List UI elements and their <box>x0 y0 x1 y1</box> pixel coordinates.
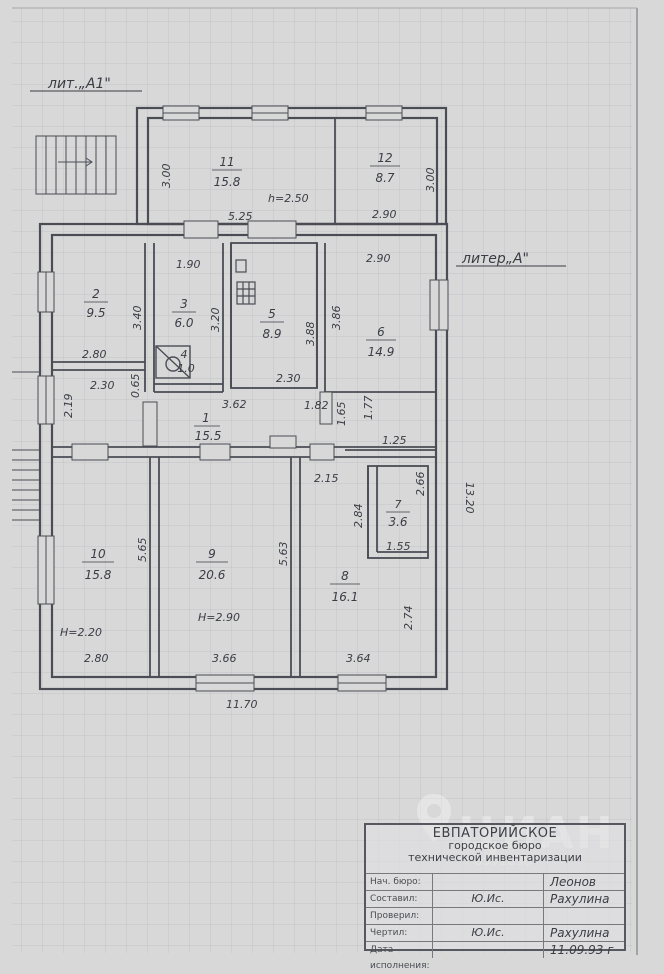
dim-525: 5.25 <box>228 210 253 223</box>
room-5-num: 5 <box>268 307 276 321</box>
stamp-row: Проверил: <box>366 907 624 924</box>
room-2-area: 9.5 <box>86 306 105 320</box>
dim-230a: 2.30 <box>276 372 301 385</box>
stove-symbol <box>235 259 256 305</box>
room-11-area: 15.8 <box>214 175 241 189</box>
stamp-row: Нач. бюро: Леонов <box>366 873 624 890</box>
dim-565: 5.65 <box>136 538 149 563</box>
dimension-labels: 3.00 h=2.50 5.25 2.90 3.00 1.90 2.90 3.4… <box>60 164 476 712</box>
room-6-num: 6 <box>377 325 385 339</box>
stamp-row-sign: Ю.Ис. <box>433 891 544 907</box>
room-4-num: 4 <box>181 348 188 361</box>
dim-h290: H=2.90 <box>198 611 240 624</box>
room-8-area: 16.1 <box>332 590 359 604</box>
room-8-num: 8 <box>341 569 349 583</box>
dim-300-right: 3.00 <box>424 168 437 193</box>
dim-1320: 13.20 <box>463 482 476 514</box>
dim-386: 3.86 <box>330 306 343 331</box>
room-12-area: 8.7 <box>375 171 394 185</box>
dim-274: 2.74 <box>402 606 415 631</box>
dim-182: 1.82 <box>304 399 329 412</box>
dim-1170: 11.70 <box>226 698 258 711</box>
heading-lit-a1: лит.„А1" <box>47 76 111 92</box>
room-7-num: 7 <box>395 498 402 511</box>
room-6-area: 14.9 <box>368 345 395 359</box>
dim-280: 2.80 <box>82 348 107 361</box>
stamp-rows: Нач. бюро: Леонов Составил: Ю.Ис. Рахули… <box>366 873 624 971</box>
porch-stairs-top <box>35 135 117 195</box>
dim-165: 1.65 <box>335 402 348 427</box>
heater-symbol <box>155 345 191 379</box>
dim-320: 3.20 <box>209 308 222 333</box>
stamp-row-sign <box>433 908 544 924</box>
dim-284: 2.84 <box>352 504 365 529</box>
dim-177: 1.77 <box>362 396 375 421</box>
dim-h250: h=2.50 <box>268 192 309 205</box>
stamp-row-key: Проверил: <box>366 908 433 924</box>
dim-366: 3.66 <box>212 652 237 665</box>
dim-155: 1.55 <box>386 540 411 553</box>
room-3-num: 3 <box>180 297 188 311</box>
windows <box>37 105 449 692</box>
room-labels: 11 15.8 12 8.7 2 9.5 3 6.0 4 1.0 5 8.9 6… <box>82 151 410 604</box>
stamp-org-line2: городское бюро <box>448 839 542 852</box>
room-4-area: 1.0 <box>177 362 195 375</box>
room-10-num: 10 <box>90 547 106 561</box>
stamp-row: Чертил: Ю.Ис. Рахулина <box>366 924 624 941</box>
dim-h220: H=2.20 <box>60 626 102 639</box>
dim-563: 5.63 <box>277 542 290 567</box>
dim-219: 2.19 <box>62 394 75 419</box>
heading-liter-a: литер„А" <box>461 251 529 267</box>
dim-230b: 2.30 <box>90 379 115 392</box>
stamp-row-name <box>544 908 624 924</box>
dim-300-left: 3.00 <box>160 164 173 189</box>
stamp-row-name: 11.09.93 г <box>550 943 614 957</box>
stamp-row-key: Нач. бюро: <box>366 874 433 890</box>
room-12-num: 12 <box>377 151 392 165</box>
room-3-area: 6.0 <box>174 316 193 330</box>
room-1-num: 1 <box>202 411 210 425</box>
room-9-area: 20.6 <box>199 568 226 582</box>
stamp-row-name: Рахулина <box>550 892 610 906</box>
stamp-row-sign: Ю.Ис. <box>433 925 544 941</box>
title-block-stamp: ЕВПАТОРИЙСКОЕ городское бюро технической… <box>364 823 626 971</box>
room-9-num: 9 <box>208 547 216 561</box>
stamp-row-key: Дата исполнения: <box>366 942 433 971</box>
porch-steps-left <box>12 371 40 521</box>
stamp-row-name: Рахулина <box>550 926 610 940</box>
dim-215: 2.15 <box>314 472 339 485</box>
dim-065: 0.65 <box>129 374 142 399</box>
room-2-num: 2 <box>92 287 100 301</box>
dim-125: 1.25 <box>382 434 407 447</box>
dim-266: 2.66 <box>414 472 427 497</box>
stamp-row-sign <box>433 874 544 890</box>
stamp-row: Дата исполнения: 11.09.93 г <box>366 941 624 971</box>
stamp-org-line3: технической инвентаризации <box>408 851 582 864</box>
dim-362: 3.62 <box>222 398 247 411</box>
dim-290: 2.90 <box>372 208 397 221</box>
stamp-organization: ЕВПАТОРИЙСКОЕ городское бюро технической… <box>366 825 624 864</box>
stamp-row-key: Составил: <box>366 891 433 907</box>
stamp-row: Составил: Ю.Ис. Рахулина <box>366 890 624 907</box>
dim-340: 3.40 <box>131 306 144 331</box>
dim-290b: 2.90 <box>366 252 391 265</box>
stamp-org-line1: ЕВПАТОРИЙСКОЕ <box>432 826 558 841</box>
room-5-area: 8.9 <box>262 327 281 341</box>
dim-388: 3.88 <box>304 322 317 347</box>
room-1-area: 15.5 <box>195 429 222 443</box>
stamp-row-sign <box>433 942 544 958</box>
room-10-area: 15.8 <box>85 568 112 582</box>
interior-walls <box>52 118 437 677</box>
dim-190: 1.90 <box>176 258 201 271</box>
graph-paper-grid <box>12 8 632 953</box>
room-7-area: 3.6 <box>388 515 407 529</box>
room-11-num: 11 <box>219 155 234 169</box>
doorways <box>71 220 335 461</box>
dim-280b: 2.80 <box>84 652 109 665</box>
stamp-row-key: Чертил: <box>366 925 433 941</box>
stamp-row-name: Леонов <box>550 875 597 889</box>
dim-364: 3.64 <box>346 652 371 665</box>
